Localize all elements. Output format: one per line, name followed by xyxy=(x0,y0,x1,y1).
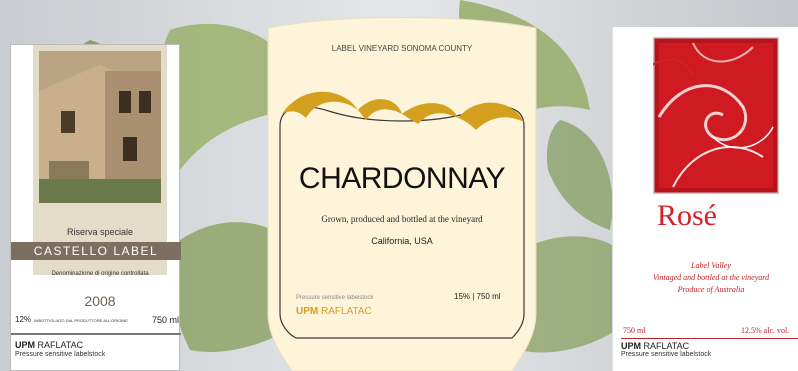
castello-name: CASTELLO LABEL xyxy=(11,242,181,260)
abv-text: 12% xyxy=(15,315,32,324)
valley-text: Label Valley xyxy=(691,261,731,270)
brand-text: UPM RAFLATAC xyxy=(15,340,84,350)
vintaged-text: Vintaged and bottled at the vineyard xyxy=(652,273,770,282)
vintage-year: 2008 xyxy=(84,293,116,309)
divider xyxy=(11,333,181,335)
chardonnay-shape xyxy=(267,17,537,371)
volume-text: 750 ml xyxy=(623,326,646,335)
abv-text: 12.5% alc. vol. xyxy=(741,326,790,335)
brand-text: UPM RAFLATAC xyxy=(621,341,690,351)
house-photo xyxy=(39,51,161,203)
produce-text: Produce of Australia xyxy=(677,285,745,294)
swirl-artwork xyxy=(653,37,779,194)
reserve-text: Riserva speciale xyxy=(66,227,134,237)
brand-text: UPM RAFLATAC xyxy=(296,306,372,317)
wine-title: Rosé xyxy=(657,199,717,232)
denomination-text: Denominazione di origine controllata xyxy=(51,271,149,277)
volume-text: 750 ml xyxy=(152,315,180,325)
divider xyxy=(621,338,798,339)
labelstock-text: Pressure sensitive labelstock xyxy=(296,295,374,301)
abv-volume-text: 15% | 750 ml xyxy=(454,292,501,301)
location-text: California, USA xyxy=(371,236,433,246)
vineyard-text: LABEL VINEYARD SONOMA COUNTY xyxy=(331,44,473,53)
rose-label: Rosé Label Valley Vintaged and bottled a… xyxy=(612,27,798,371)
labelstock-text: Pressure sensitive labelstock xyxy=(15,351,106,358)
grown-text: Grown, produced and bottled at the viney… xyxy=(321,214,483,224)
labelstock-text: Pressure sensitive labelstock xyxy=(621,351,712,358)
castello-label: Riserva speciale CASTELLO LABEL Denomina… xyxy=(10,44,181,371)
wine-title: CHARDONNAY xyxy=(298,162,506,195)
gold-flourish xyxy=(282,91,524,130)
bottled-text: IMBOTTIGLIATO DAL PRODUTTORE ALL'ORIGINE xyxy=(34,318,128,323)
chardonnay-label: LABEL VINEYARD SONOMA COUNTY CHARDONNAY … xyxy=(262,14,542,371)
